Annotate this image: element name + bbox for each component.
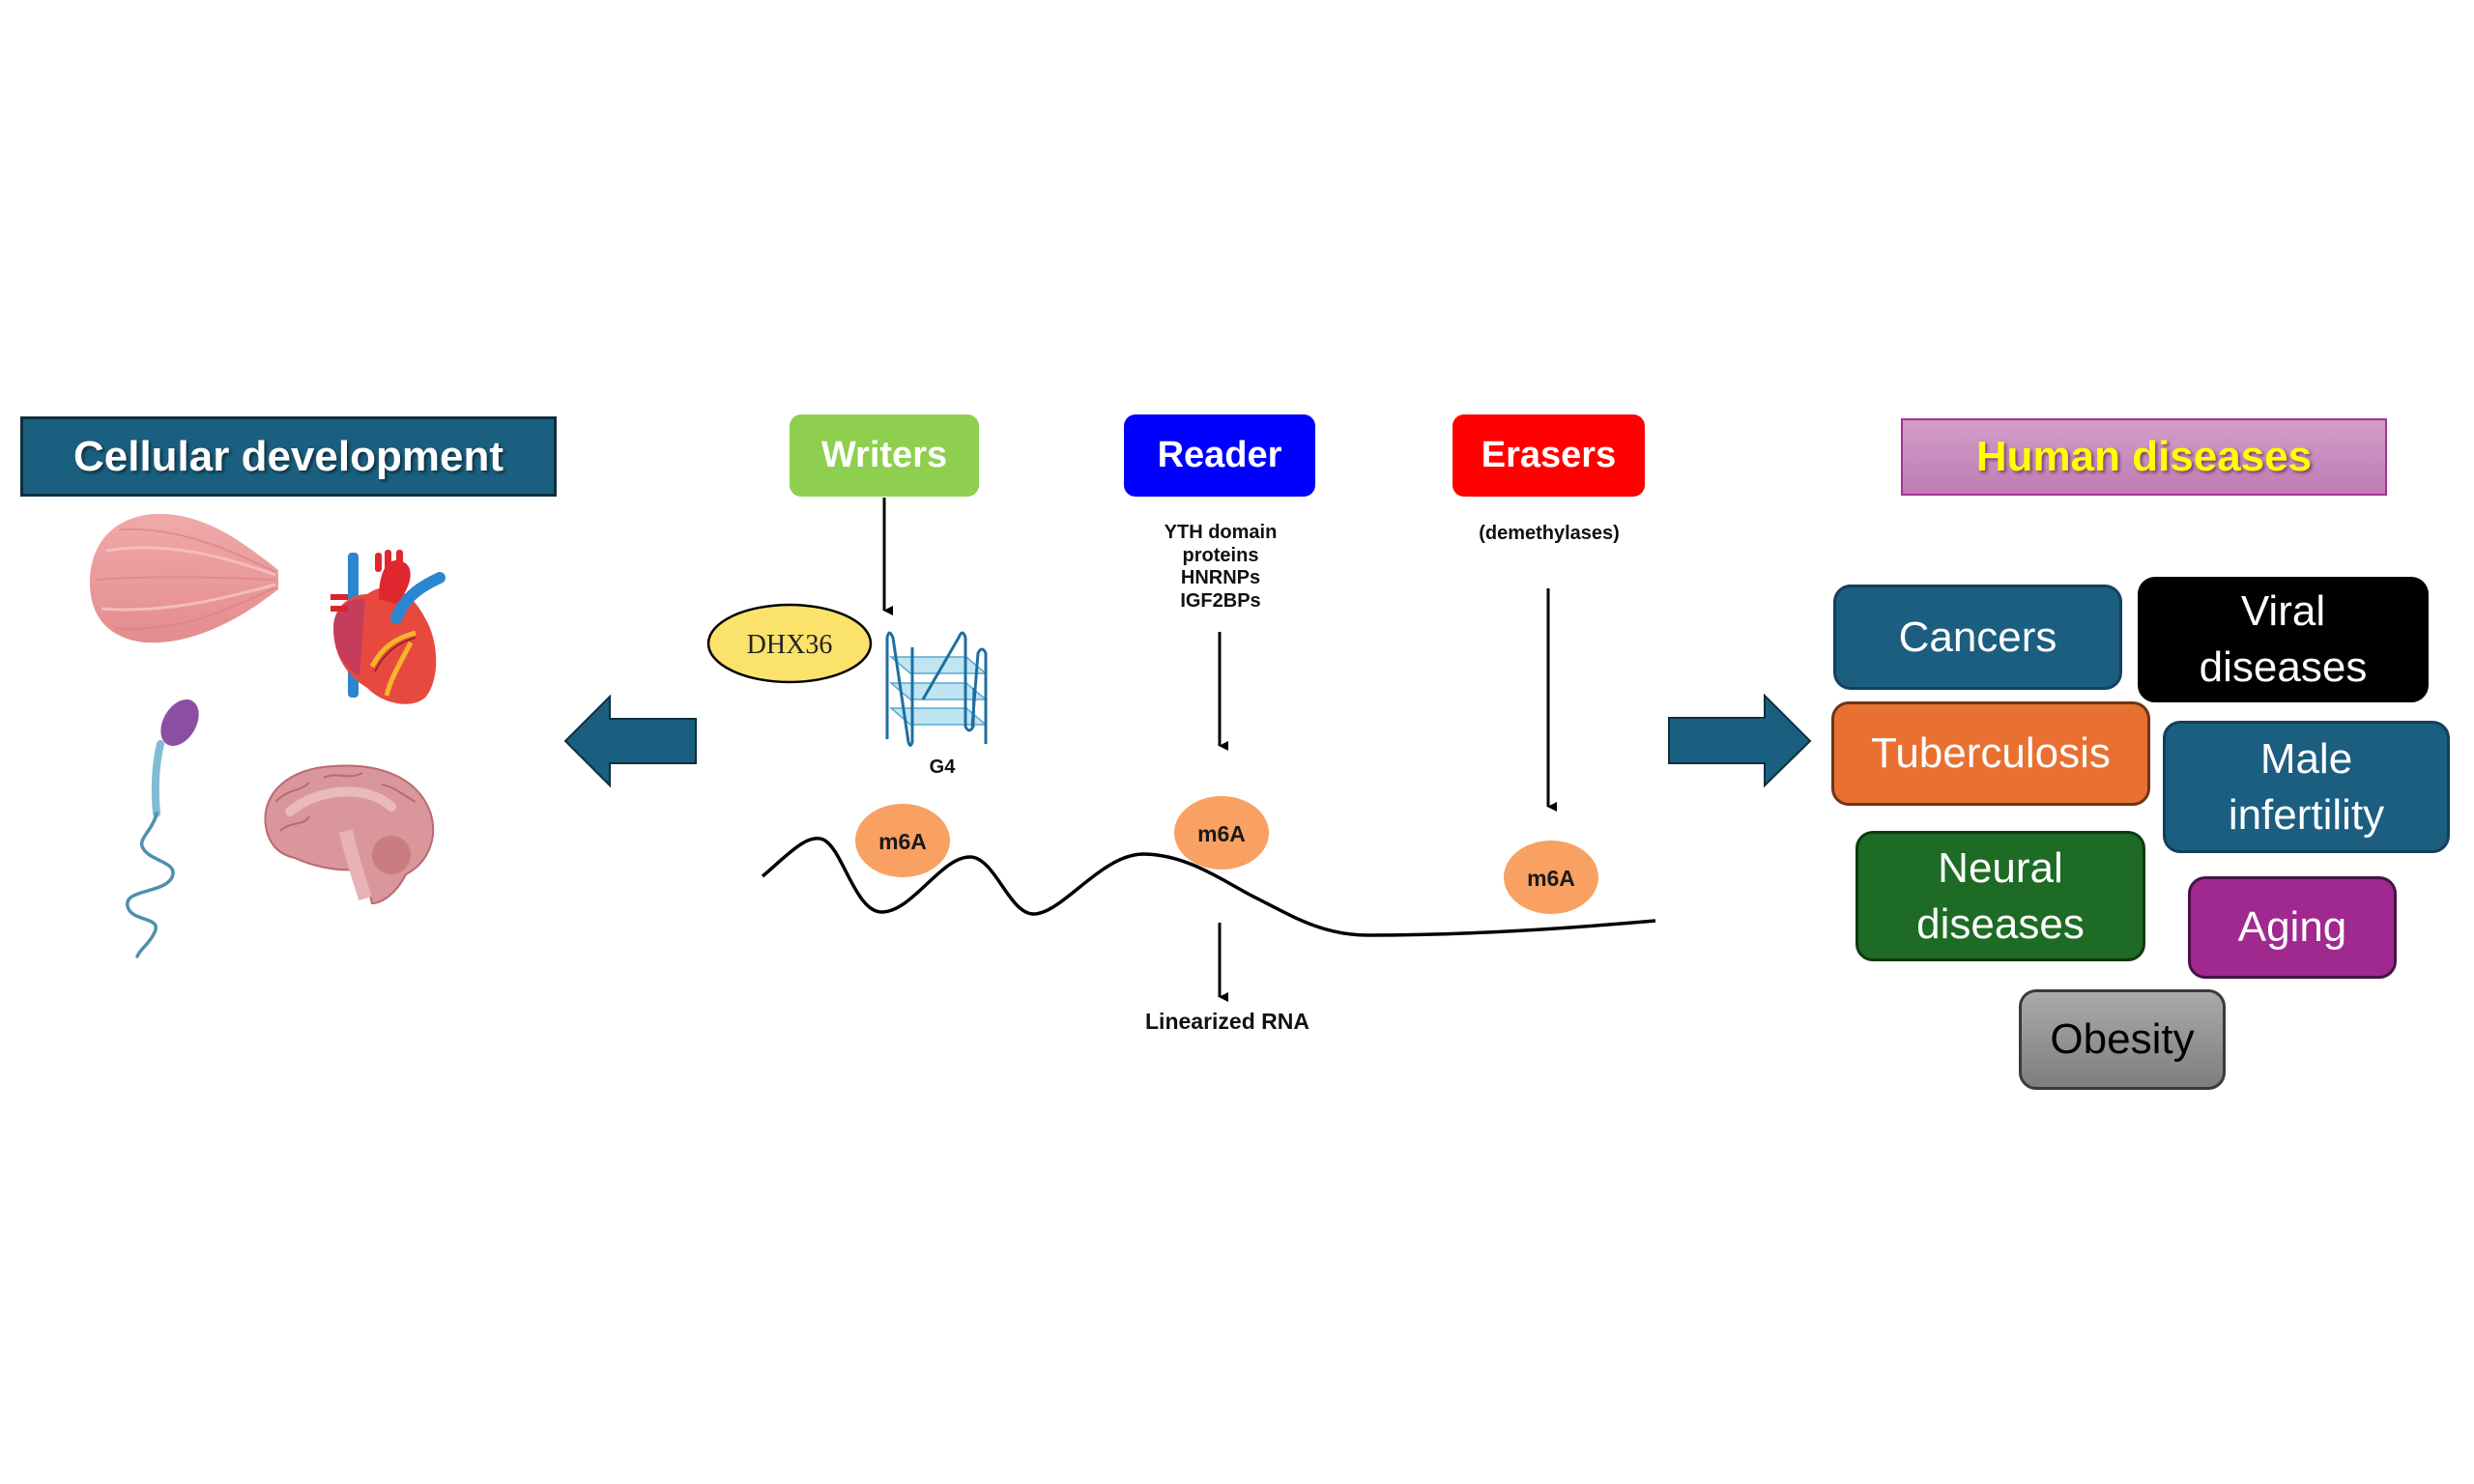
m6a-mark: m6A xyxy=(1504,841,1598,914)
disease-aging: Aging xyxy=(2188,876,2397,979)
m6a-mark: m6A xyxy=(855,804,950,877)
eraser-note: (demethylases) xyxy=(1479,523,1620,544)
disease-obesity: Obesity xyxy=(2019,989,2226,1090)
g4-label: G4 xyxy=(930,756,957,778)
reader-proteins-list: YTH domain proteins HNRNPs IGF2BPs xyxy=(1124,522,1317,613)
m6a-label: m6A xyxy=(878,829,927,854)
reader-protein-item: proteins xyxy=(1182,544,1259,566)
reader-protein-item: HNRNPs xyxy=(1180,567,1261,588)
linearized-rna-label: Linearized RNA xyxy=(1145,1009,1309,1034)
disease-tuberculosis: Tuberculosis xyxy=(1831,701,2150,806)
disease-label: Aging xyxy=(2237,903,2347,951)
brain-icon xyxy=(264,764,435,905)
writers-box: Writers xyxy=(790,414,979,497)
erasers-label: Erasers xyxy=(1481,435,1617,475)
m6a-mark: m6A xyxy=(1174,796,1269,870)
human-diseases-title: Human diseases xyxy=(1975,433,2313,480)
disease-label: Cancers xyxy=(1898,613,2057,661)
m6a-label: m6A xyxy=(1527,866,1575,891)
rna-strand xyxy=(761,837,1656,937)
cellular-development-title: Cellular development xyxy=(72,432,503,480)
right-arrow xyxy=(1668,693,1812,788)
heart-icon xyxy=(331,550,446,704)
disease-label-line: Neural xyxy=(1938,843,2063,892)
human-diseases-header: Human diseases xyxy=(1901,418,2387,496)
reader-box: Reader xyxy=(1124,414,1315,497)
erasers-box: Erasers xyxy=(1453,414,1645,497)
reader-label: Reader xyxy=(1157,435,1282,475)
cellular-development-header: Cellular development xyxy=(20,416,557,497)
disease-cancers: Cancers xyxy=(1833,585,2122,690)
disease-label-line: diseases xyxy=(1916,899,2085,948)
disease-label-line: diseases xyxy=(2199,643,2368,691)
reader-protein-item: YTH domain xyxy=(1164,522,1278,543)
disease-neural-diseases: Neural diseases xyxy=(1856,831,2145,961)
disease-viral-diseases: Viral diseases xyxy=(2138,577,2429,702)
disease-label-line: Viral xyxy=(2240,587,2326,635)
m6a-label: m6A xyxy=(1197,821,1246,846)
left-arrow xyxy=(563,694,697,788)
sperm-icon xyxy=(126,699,199,958)
writers-label: Writers xyxy=(820,435,948,475)
disease-label: Tuberculosis xyxy=(1871,729,2111,777)
g4-quadruplex-icon: G4 xyxy=(885,631,989,778)
muscle-icon xyxy=(89,513,278,643)
dhx36-helicase: DHX36 xyxy=(706,603,873,684)
disease-label-line: Male xyxy=(2259,734,2353,783)
reader-protein-item: IGF2BPs xyxy=(1180,589,1261,612)
disease-label: Obesity xyxy=(2050,1015,2195,1063)
disease-label-line: infertility xyxy=(2228,790,2385,839)
dhx36-label: DHX36 xyxy=(747,630,833,660)
disease-male-infertility: Male infertility xyxy=(2163,721,2450,853)
